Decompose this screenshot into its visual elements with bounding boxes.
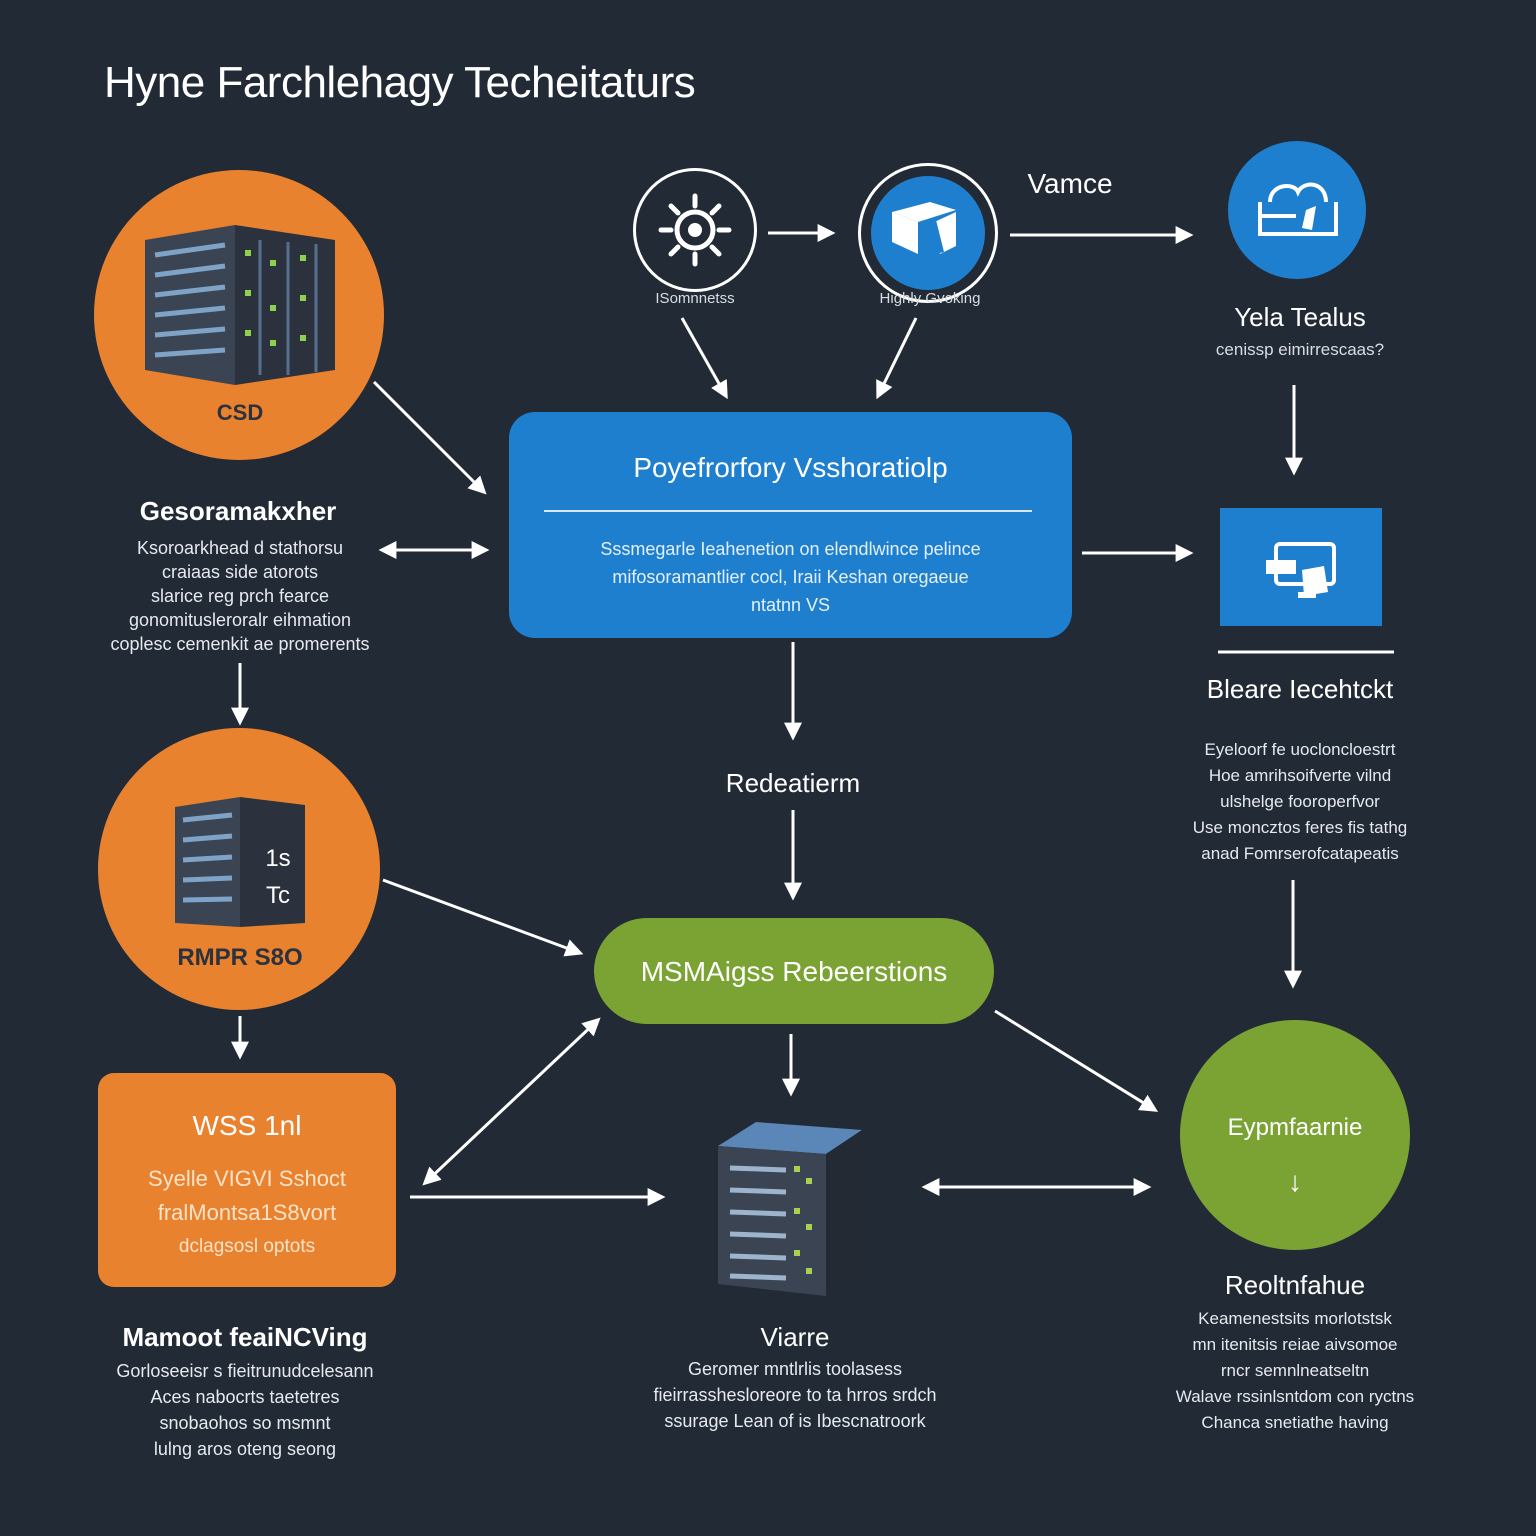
page-title: Hyne Farchlehagy Techeitaturs — [104, 58, 696, 107]
server-tower-icon — [175, 797, 305, 927]
monitor-icon — [1266, 542, 1336, 598]
gear-node — [633, 168, 757, 292]
arrow-pill-to-bottomleft — [422, 1017, 601, 1186]
bottom-left-label: Mamoot feaiNCVing — [122, 1322, 368, 1352]
arrow-gear-to-center — [680, 317, 728, 400]
arrow-topleft-to-center — [372, 380, 487, 495]
cloud-sub: cenissp eimirrescaas? — [1215, 340, 1385, 359]
green-circle-label: Reoltnfahue — [1224, 1270, 1366, 1300]
down-arrow-icon: ↓ — [1288, 1166, 1302, 1197]
gear-icon — [658, 193, 732, 267]
green-pill-label: MSMAigss Rebeerstions — [640, 956, 948, 987]
server-rack-icon — [145, 225, 335, 385]
gear-label: ISomnnetss — [655, 290, 735, 307]
monitor-desc: Eyeloorf fe uocloncloestrt Hoe amrihsoif… — [1192, 740, 1408, 863]
mid-left-badge: RMPR S8O — [177, 944, 303, 971]
center-blue-box — [509, 412, 1072, 638]
cloud-node — [1228, 141, 1366, 279]
box-label: Highly Gvoking — [879, 290, 981, 307]
green-circle-desc: Keamenestsits morlotstsk mn itenitsis re… — [1175, 1309, 1415, 1432]
top-left-badge: CSD — [216, 400, 264, 425]
center-box-divider — [544, 510, 1032, 512]
bottom-left-box-title: WSS 1nl — [192, 1110, 302, 1141]
vamce-label: Vamce — [1027, 168, 1113, 199]
green-circle-node — [1180, 1020, 1410, 1250]
top-left-label: Gesoramakxher — [139, 496, 337, 526]
arrow-midleft-to-pill — [382, 878, 584, 957]
cloud-label: Yela Tealus — [1234, 302, 1366, 332]
server-bottom-label: Viarre — [760, 1322, 830, 1352]
green-circle-title: Eypmfaarnie — [1227, 1114, 1363, 1141]
arrow-box-to-center — [876, 317, 918, 400]
center-box-title: Poyefrorfory Vsshoratiolp — [633, 452, 948, 483]
redeatierm-label: Redeatierm — [725, 768, 861, 798]
arrow-pill-to-green — [994, 1009, 1159, 1112]
monitor-node — [1220, 508, 1382, 626]
server-cabinet-icon — [718, 1122, 862, 1296]
center-box-desc: Sssmegarle Ieahenetion on elendlwince pe… — [600, 539, 981, 615]
monitor-label: Bleare Iecehtckt — [1206, 674, 1394, 704]
bottom-left-box-lines: Syelle VIGVI Sshoct fralMontsa1S8vort dc… — [147, 1166, 347, 1257]
box-node — [858, 163, 998, 303]
server-bottom-desc: Geromer mntlrlis toolasess fieirrasshesl… — [653, 1359, 937, 1431]
green-pill-node — [594, 918, 994, 1024]
bottom-left-orange-box — [98, 1073, 396, 1287]
package-icon — [892, 202, 956, 256]
top-left-desc: Ksoroarkhead d stathorsu craiaas side at… — [110, 538, 370, 654]
mid-left-side-text-2: Tc — [266, 882, 290, 909]
cloud-icon — [1258, 182, 1338, 236]
mid-left-side-text-1: 1s — [265, 845, 291, 872]
bottom-left-desc: Gorloseeisr s fieitrunudcelesann Aces na… — [116, 1361, 374, 1459]
